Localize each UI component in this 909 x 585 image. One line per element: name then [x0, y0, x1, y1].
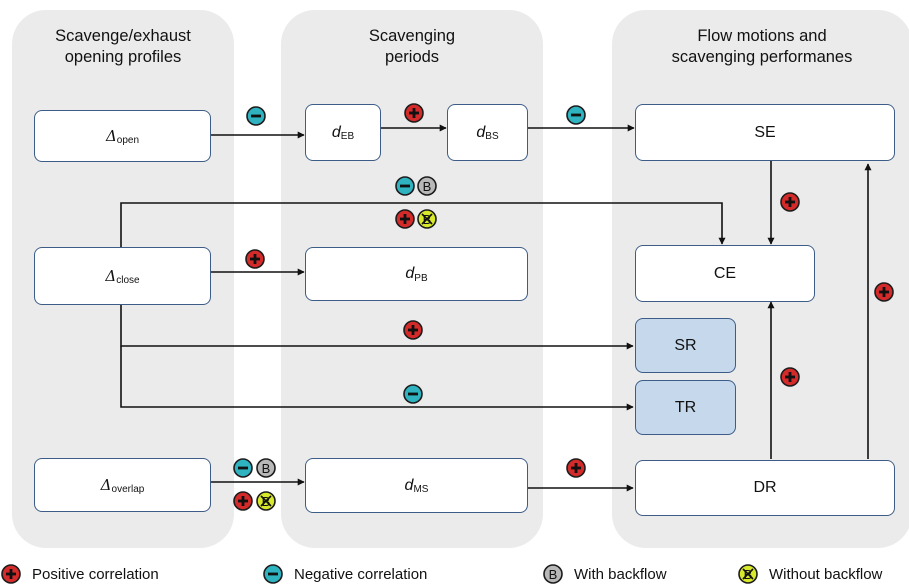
legend-no-backflow: B Without backflow [737, 563, 882, 585]
ce-label: CE [713, 264, 737, 282]
delta-symbol: Δ [105, 267, 117, 285]
negative-marker [566, 105, 586, 125]
negative-marker [246, 106, 266, 126]
se-box: SE [635, 104, 895, 161]
dr-label: DR [753, 479, 777, 496]
sr-box: SR [635, 318, 736, 373]
positive-marker [233, 491, 253, 511]
tr-box: TR [635, 380, 736, 435]
negative-marker [395, 176, 415, 196]
positive-marker [404, 103, 424, 123]
delta-symbol: Δ [105, 127, 117, 145]
svg-text:B: B [262, 461, 271, 476]
backflow-icon: B [543, 564, 563, 584]
no-backflow-marker: B [417, 209, 437, 229]
legend-positive-label: Positive correlation [32, 565, 159, 583]
positive-marker [395, 209, 415, 229]
profiles-panel-title: Scavenge/exhaust opening profiles [55, 27, 191, 66]
negative-marker [403, 384, 423, 404]
ce-box: CE [635, 245, 815, 302]
positive-marker [403, 320, 423, 340]
arrow-close-to-tr [120, 346, 634, 411]
positive-marker [245, 249, 265, 269]
delta-close-subscript: close [116, 274, 140, 286]
d-pb-subscript: PB [414, 272, 428, 284]
d-symbol: d [404, 476, 414, 494]
sr-label: SR [674, 336, 697, 354]
delta-open-subscript: open [116, 134, 140, 146]
legend-backflow: B With backflow [542, 563, 667, 585]
positive-marker [780, 192, 800, 212]
d-symbol: d [331, 123, 341, 141]
dr-box: DR [635, 460, 895, 516]
legend-negative: Negative correlation [262, 563, 427, 585]
positive-marker [874, 282, 894, 302]
performance-panel-title: Flow motions and scavenging performanes [671, 27, 853, 66]
periods-panel-title: Scavenging periods [368, 27, 456, 66]
d-eb-subscript: EB [340, 131, 355, 142]
legend-no-backflow-label: Without backflow [769, 565, 883, 583]
delta-overlap-subscript: overlap [111, 483, 145, 495]
positive-correlation-icon [1, 564, 21, 584]
backflow-marker: B [256, 458, 276, 478]
arrow-close-to-ce [120, 202, 726, 247]
legend-negative-label: Negative correlation [294, 565, 428, 583]
positive-marker [566, 458, 586, 478]
no-backflow-icon: B [738, 564, 758, 584]
positive-marker [780, 367, 800, 387]
negative-correlation-icon [263, 564, 283, 584]
d-symbol: d [476, 123, 486, 141]
tr-label: TR [674, 398, 697, 416]
legend-positive: Positive correlation [0, 563, 159, 585]
no-backflow-marker: B [256, 491, 276, 511]
delta-symbol: Δ [100, 476, 112, 494]
backflow-marker: B [417, 176, 437, 196]
negative-marker [233, 458, 253, 478]
se-label: SE [754, 123, 776, 141]
svg-text:B: B [549, 567, 558, 582]
d-symbol: d [405, 265, 415, 282]
legend-backflow-label: With backflow [574, 565, 667, 583]
d-ms-subscript: MS [413, 484, 429, 495]
arrow-close-to-sr [120, 305, 634, 350]
d-bs-subscript: BS [485, 131, 499, 142]
svg-text:B: B [423, 179, 432, 194]
